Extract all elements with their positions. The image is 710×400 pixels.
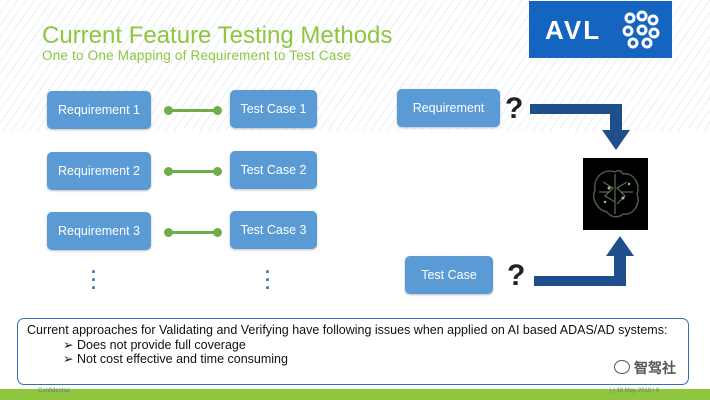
requirement-3-label: Requirement 3 [58,224,140,238]
test-case-label: Test Case [421,268,477,282]
avl-logo-mark-icon [622,10,660,49]
wechat-icon [614,360,630,374]
arrow-down-icon [530,104,630,150]
requirement-question-mark: ? [505,92,524,125]
requirement-1-label: Requirement 1 [58,103,140,117]
test-cases-continuation-dots: ··· [265,262,271,298]
test-case-2-label: Test Case 2 [240,163,307,177]
connector-3-end-dot [213,228,222,237]
footer-bar [0,389,710,400]
mapping-connector-3 [168,231,218,234]
test-case-3-label: Test Case 3 [240,223,307,237]
requirement-3-box: Requirement 3 [47,212,151,250]
slide-title: Current Feature Testing Methods [42,22,393,49]
connector-2-end-dot [213,167,222,176]
issues-callout: Current approaches for Validating and Ve… [17,318,689,385]
requirements-continuation-dots: ··· [91,262,97,298]
test-case-1-box: Test Case 1 [230,90,317,128]
slide-subtitle: One to One Mapping of Requirement to Tes… [42,48,352,63]
test-case-box: Test Case [405,256,493,294]
bullet-arrow-icon: ➢ [63,337,74,352]
connector-1-end-dot [213,106,222,115]
avl-logo: AVL [529,1,672,58]
issue-text-1: Does not provide full coverage [76,337,246,352]
issue-item-1: ➢ Does not provide full coverage [27,338,679,353]
watermark-text: 智驾社 [634,360,676,376]
requirement-label: Requirement [412,101,485,115]
test-case-1-label: Test Case 1 [240,102,307,116]
test-case-2-box: Test Case 2 [230,151,317,189]
ai-brain-icon [583,158,648,230]
test-case-3-box: Test Case 3 [230,211,317,249]
issue-text-2: Not cost effective and time consuming [76,352,288,366]
footer-date-page: | | 16 May 2018 | 8 [610,388,660,394]
logo-text: AVL [545,15,602,45]
issues-intro: Current approaches for Validating and Ve… [27,323,668,337]
requirement-2-label: Requirement 2 [58,164,140,178]
footer-confidential: Confidential [38,388,70,394]
connector-2-start-dot [164,167,173,176]
arrow-up-icon [534,236,634,286]
mapping-connector-1 [168,109,218,112]
connector-3-start-dot [164,228,173,237]
issue-item-2: ➢ Not cost effective and time consuming [27,352,679,367]
requirement-2-box: Requirement 2 [47,152,151,190]
bullet-arrow-icon: ➢ [63,352,74,366]
test-case-question-mark: ? [507,259,526,292]
requirement-box: Requirement [397,89,500,127]
connector-1-start-dot [164,106,173,115]
requirement-1-box: Requirement 1 [47,91,151,129]
mapping-connector-2 [168,170,218,173]
